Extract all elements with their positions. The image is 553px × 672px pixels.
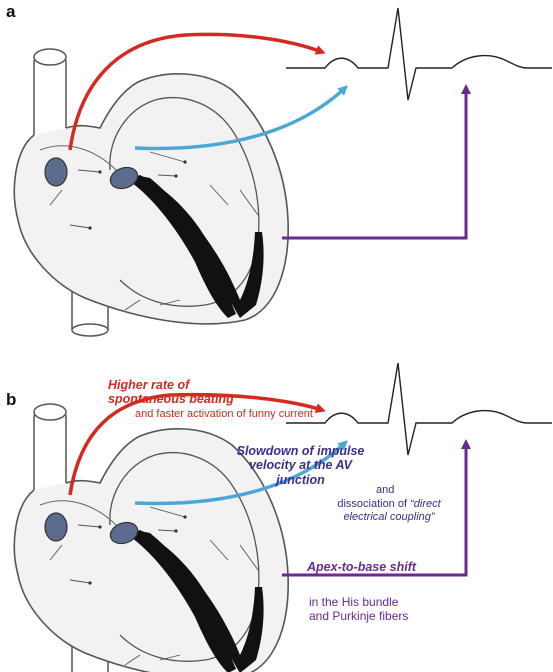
- av-arrow: [134, 440, 348, 506]
- ecg-trace-icon: [285, 362, 553, 456]
- purkinje-arrow: [282, 439, 471, 577]
- red-detail: and faster activation of funny current: [135, 408, 313, 420]
- panel-b: [13, 362, 553, 672]
- red-heading: Higher rate of spontaneous beating: [108, 378, 234, 407]
- purple-heading: Apex-to-base shift: [307, 560, 417, 574]
- purkinje-arrow: [282, 84, 471, 240]
- panel-label-b: b: [6, 390, 17, 409]
- blue-detail-prefix: dissociation of: [337, 498, 411, 510]
- blue-heading: Slowdown of impulse velocity at the AV j…: [236, 444, 365, 487]
- panel-label-a: a: [6, 2, 16, 21]
- sa-arrow: [68, 32, 326, 151]
- panel-a: [13, 7, 553, 337]
- sa-arrow: [68, 392, 326, 496]
- blue-detail: dissociation of “direct electrical coupl…: [325, 498, 453, 523]
- heart-outline-icon: [13, 48, 289, 337]
- blue-detail-quote: “direct electrical coupling”: [343, 498, 441, 523]
- ecg-trace-icon: [285, 7, 553, 101]
- blue-and: and: [376, 484, 395, 496]
- av-arrow: [134, 85, 348, 151]
- purple-detail: in the His bundle and Purkinje fibers: [309, 595, 409, 623]
